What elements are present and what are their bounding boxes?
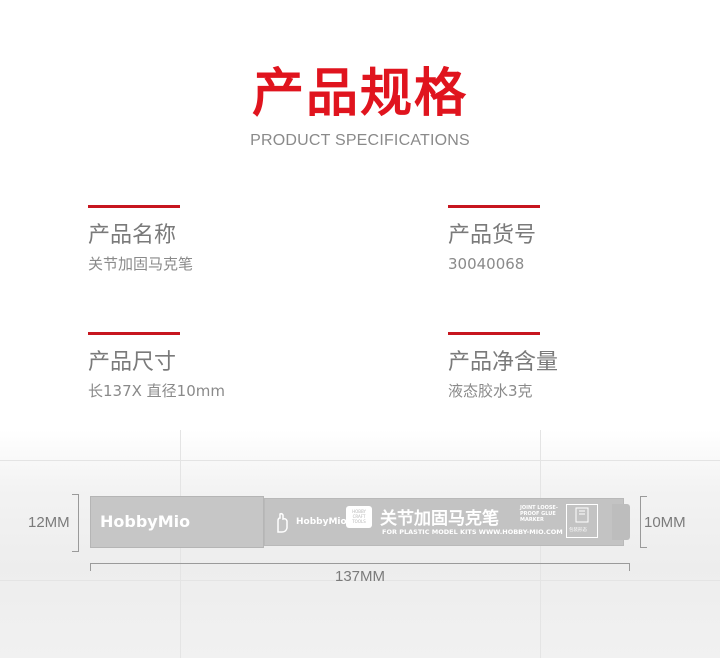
spec-accent-bar [88, 205, 180, 208]
spec-label: 产品货号 [448, 223, 537, 248]
spec-accent-bar [448, 332, 540, 335]
dimension-left: 12MM [28, 514, 70, 531]
dimension-bracket-right [640, 496, 647, 548]
spec-product-number: 产品货号 30040068 [448, 205, 688, 274]
marker-joint-text: JOINT LOOSE-PROOF GLUE MARKER [520, 505, 558, 523]
package-icon [566, 504, 598, 538]
marker-brand-small: HobbyMio [296, 517, 347, 527]
hand-logo-icon [277, 512, 288, 533]
grid-line [0, 460, 720, 461]
spec-value: 长137X 直径10mm [88, 382, 225, 400]
spec-label: 产品尺寸 [88, 350, 177, 375]
spec-value: 关节加固马克笔 [88, 255, 194, 273]
grid-line [0, 580, 720, 581]
page-subtitle: PRODUCT SPECIFICATIONS [250, 132, 470, 149]
package-caption: 包装形态 [569, 528, 587, 533]
dimension-length-line [90, 563, 630, 571]
dimension-bracket-left [72, 494, 79, 552]
spec-product-name: 产品名称 关节加固马克笔 [88, 205, 328, 274]
marker-english-line: FOR PLASTIC MODEL KITS WWW.HOBBY-MIO.COM [382, 528, 563, 536]
spec-accent-bar [448, 205, 540, 208]
marker-cap [90, 496, 264, 548]
spec-label: 产品净含量 [448, 350, 559, 375]
marker-product-name: 关节加固马克笔 [380, 509, 499, 529]
marker-tip [612, 504, 630, 540]
spec-accent-bar [88, 332, 180, 335]
marker-barrel [264, 498, 624, 546]
spec-product-size: 产品尺寸 长137X 直径10mm [88, 332, 328, 401]
craft-badge: HOBBY CRAFT TOOLS [346, 506, 372, 528]
marker-brand: HobbyMio [100, 512, 191, 531]
spec-label: 产品名称 [88, 223, 177, 248]
page-title: 产品规格 [251, 64, 468, 124]
dimension-right: 10MM [644, 514, 686, 531]
spec-value: 30040068 [448, 255, 525, 273]
spec-net-content: 产品净含量 液态胶水3克 [448, 332, 688, 401]
dimension-length: 137MM [334, 568, 386, 585]
spec-value: 液态胶水3克 [448, 382, 533, 400]
